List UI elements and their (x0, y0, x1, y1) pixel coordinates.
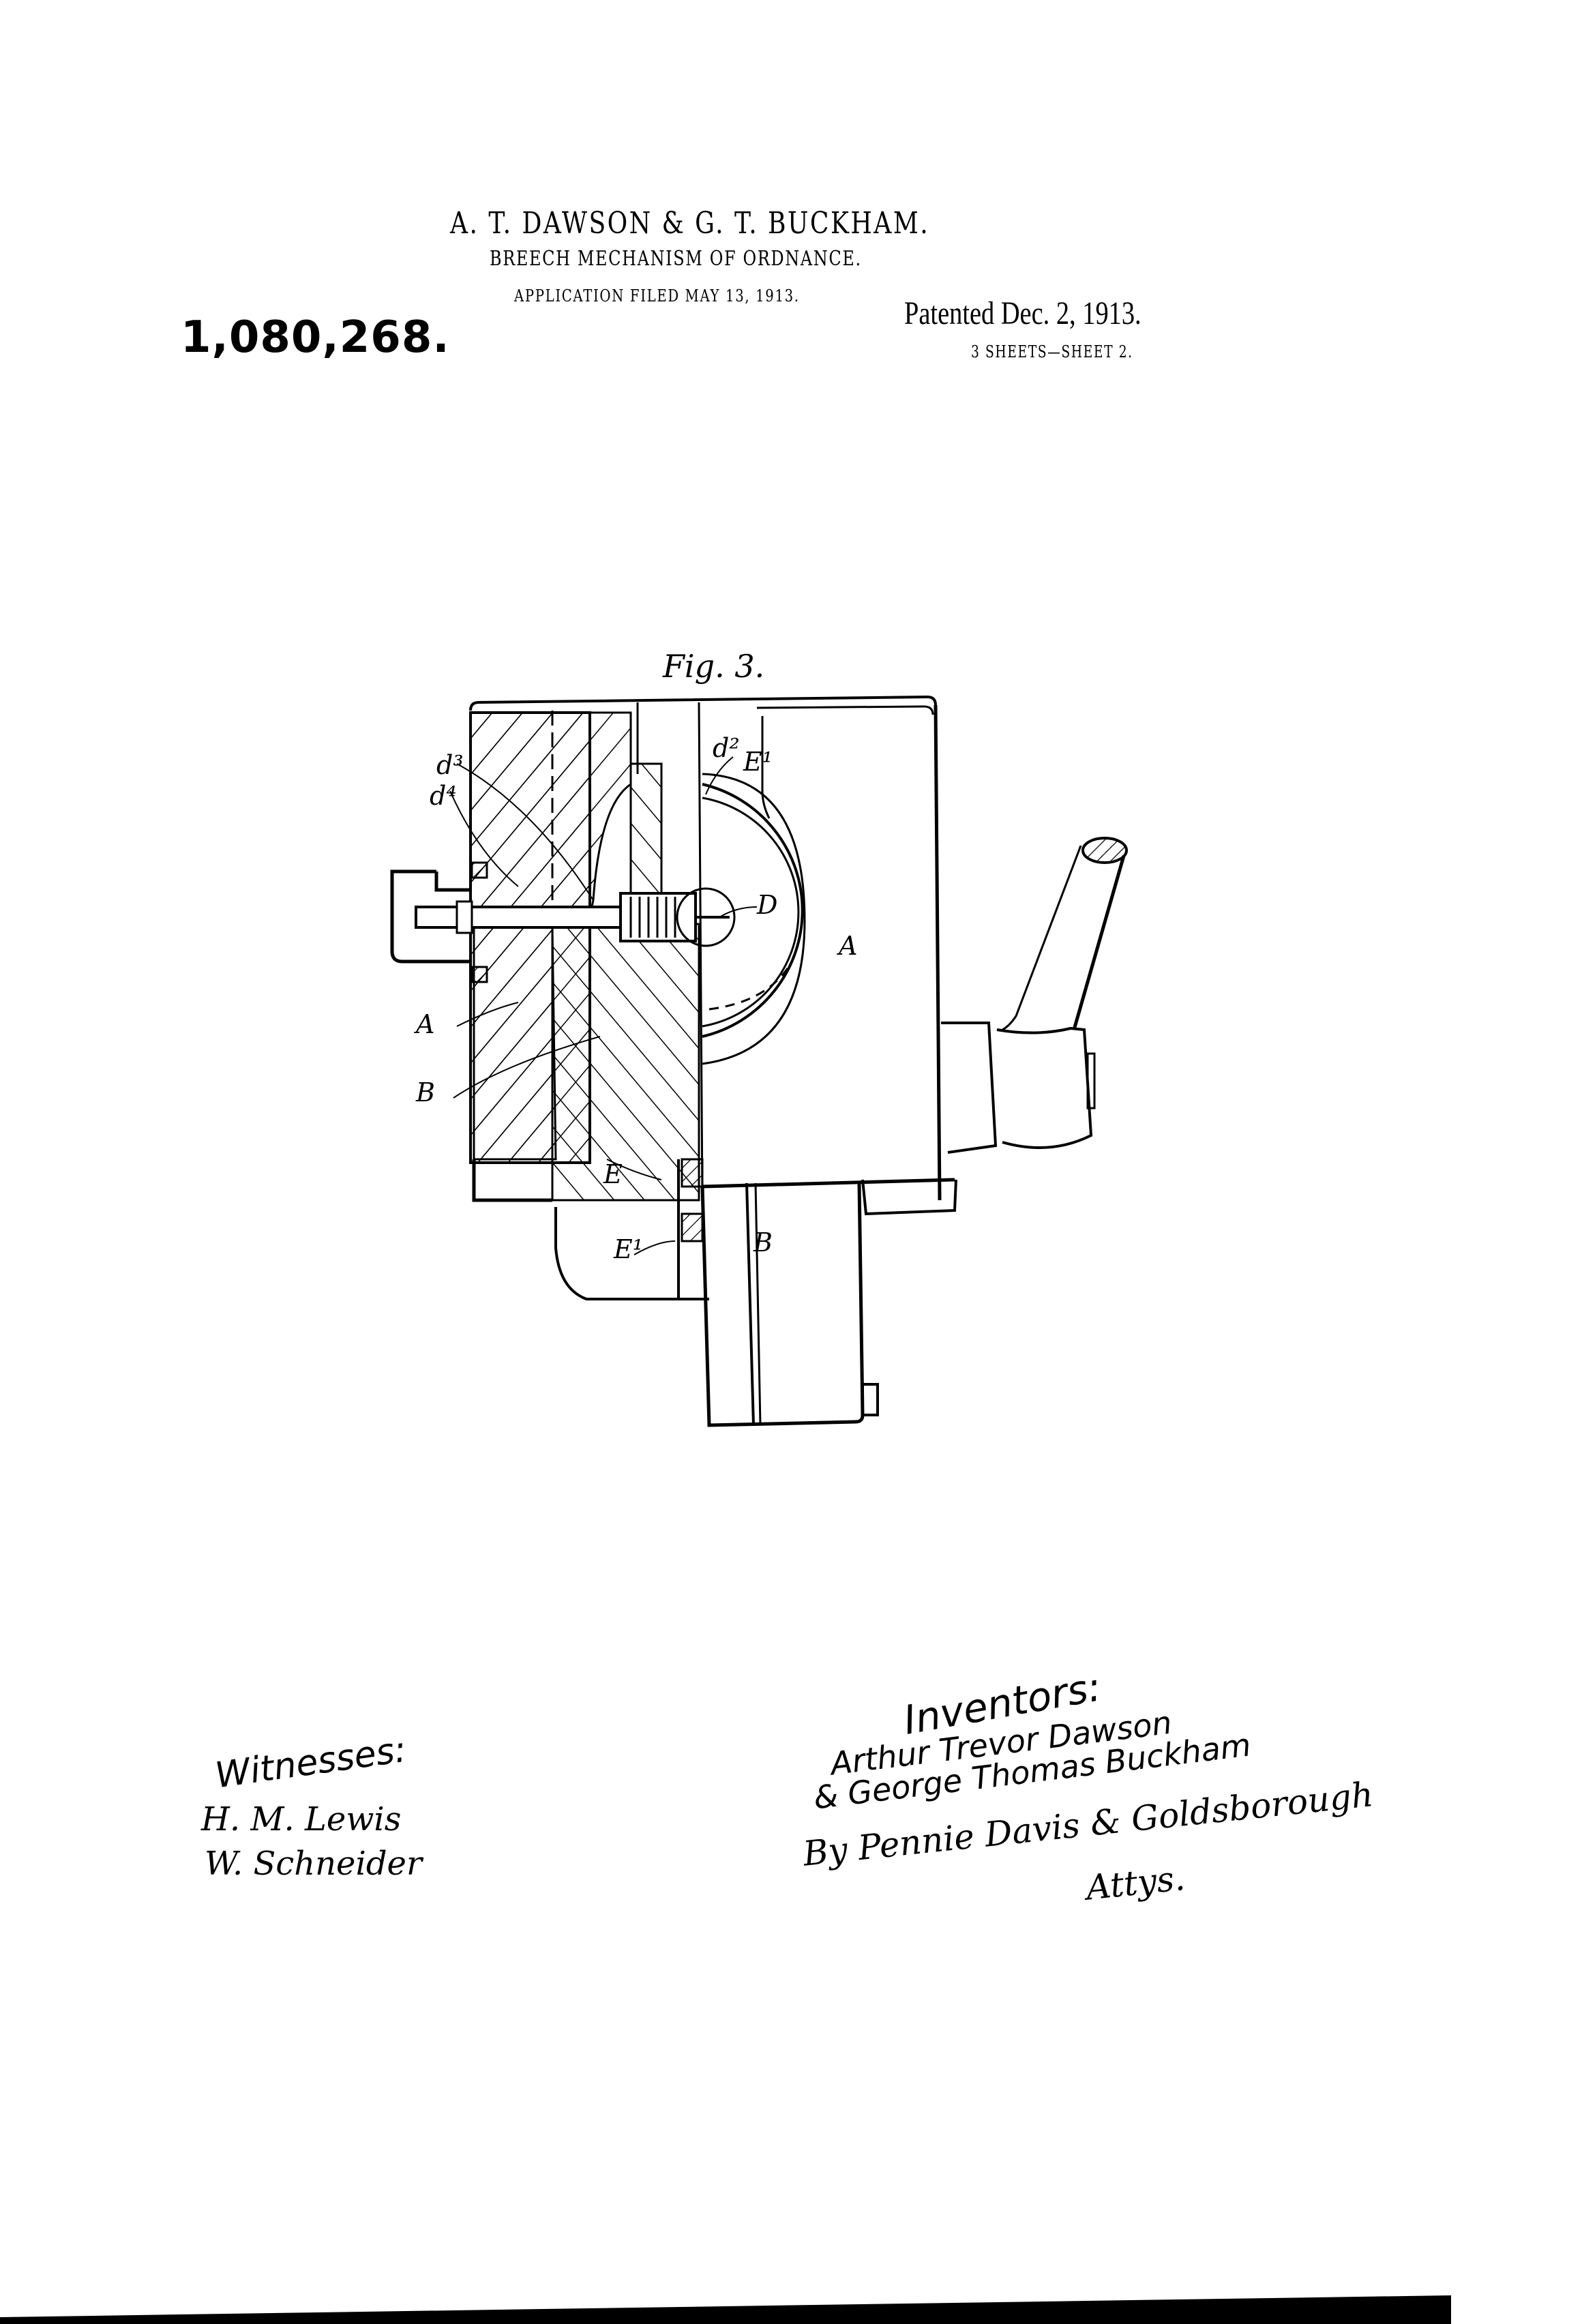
ref-label-e: E (603, 1159, 623, 1189)
sheet-indicator: 3 SHEETS—SHEET 2. (971, 342, 1133, 361)
breech-assembly (390, 695, 1128, 1427)
patented-date: Patented Dec. 2, 1913. (904, 295, 1141, 331)
spring-icon (629, 897, 676, 938)
lever-hub (941, 1022, 998, 1154)
ref-label-d3: d³ (436, 750, 464, 780)
inventors-header: A. T. DAWSON & G. T. BUCKHAM. (450, 206, 930, 241)
figure-label: Fig. 3. (663, 648, 765, 685)
firing-pin-rod (415, 906, 622, 929)
lever-arm (1002, 845, 1082, 1031)
ref-label-d4: d⁴ (430, 781, 457, 811)
ref-label-d2: d² (713, 733, 740, 763)
ref-label-a-right: A (839, 931, 858, 961)
patent-number: 1,080,268. (181, 312, 450, 363)
outer-frame-outline (469, 695, 941, 1201)
witness-signature-1: H. M. Lewis (201, 1800, 402, 1838)
patent-title: BREECH MECHANISM OF ORDNANCE. (490, 247, 862, 271)
ref-label-b-left: B (416, 1077, 435, 1107)
witness-signature-2: W. Schneider (205, 1845, 422, 1883)
d-disc (676, 887, 736, 947)
ref-label-e1-top: E¹ (743, 747, 773, 777)
application-filed-date: APPLICATION FILED MAY 13, 1913. (514, 286, 800, 306)
lower-b-box (700, 1182, 865, 1427)
ref-label-a-left: A (416, 1009, 435, 1039)
ref-label-b-bottom: B (753, 1227, 773, 1257)
ref-label-d: D (757, 890, 778, 920)
ref-label-e1-bottom: E¹ (614, 1234, 643, 1264)
scan-edge-bar (0, 2295, 1451, 2324)
